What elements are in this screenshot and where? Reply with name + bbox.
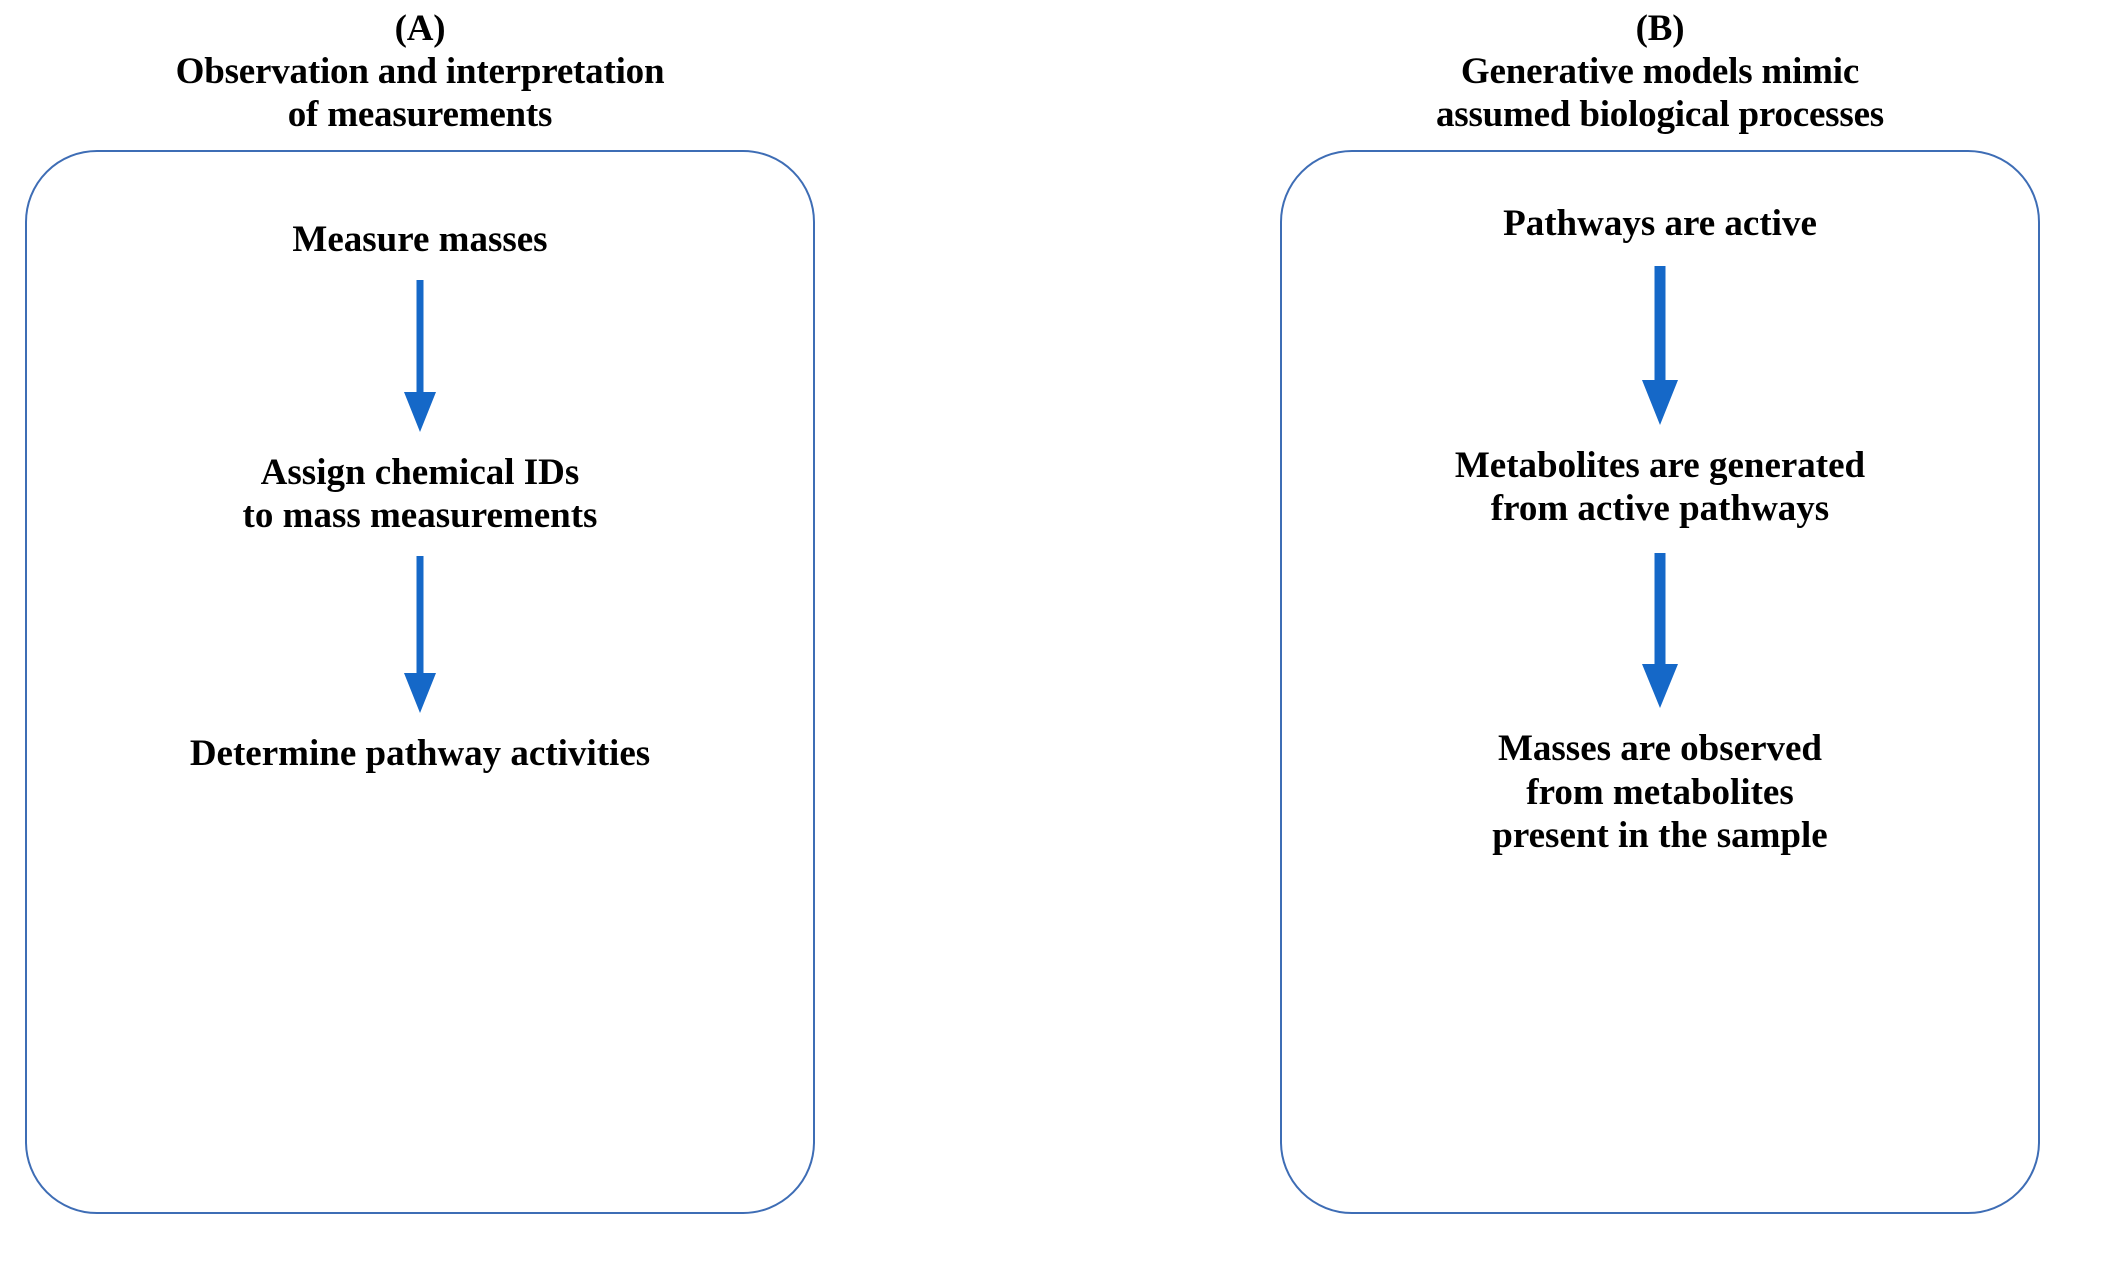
- panel-b-step-3-label: Masses are observed from metabolites pre…: [1492, 727, 1828, 857]
- panel-b: (B) Generative models mimic assumed biol…: [1280, 8, 2040, 1218]
- panel-a-step-1-label: Measure masses: [292, 219, 548, 260]
- panel-b-rounded-box: [1280, 150, 2040, 1214]
- panel-a-title: (A) Observation and interpretation of me…: [25, 8, 815, 137]
- panel-a-title-line-2: of measurements: [287, 94, 553, 136]
- panel-b-step-2-label: Metabolites are generated from active pa…: [1454, 444, 1866, 530]
- panel-a: (A) Observation and interpretation of me…: [25, 8, 815, 1218]
- arrow-measure-to-assign-icon: [404, 279, 436, 432]
- panel-b-letter: (B): [1635, 8, 1685, 49]
- panel-b-title: (B) Generative models mimic assumed biol…: [1280, 8, 2040, 137]
- panel-a-step-3-label: Determine pathway activities: [189, 732, 651, 774]
- arrow-assign-to-determine-icon: [404, 555, 436, 713]
- panel-b-step-1-label: Pathways are active: [1503, 203, 1817, 244]
- panel-a-step-2-label: Assign chemical IDs to mass measurements: [242, 451, 598, 537]
- panel-a-rounded-box: [25, 150, 815, 1214]
- arrow-pathways-to-metabolites-icon: [1642, 265, 1678, 425]
- arrow-metabolites-to-masses-icon: [1642, 552, 1678, 708]
- panel-a-flow: Measure masses Assign chemical IDs to ma…: [25, 150, 815, 1282]
- panel-b-flow: Pathways are active Metabolites are gene…: [1280, 150, 2040, 1266]
- figure-container: (A) Observation and interpretation of me…: [25, 8, 2040, 1218]
- panel-b-title-line-2: assumed biological processes: [1435, 94, 1884, 136]
- panel-a-title-line-1: Observation and interpretation: [175, 51, 665, 93]
- panel-a-letter: (A): [394, 8, 446, 49]
- panel-b-title-line-1: Generative models mimic: [1460, 51, 1860, 93]
